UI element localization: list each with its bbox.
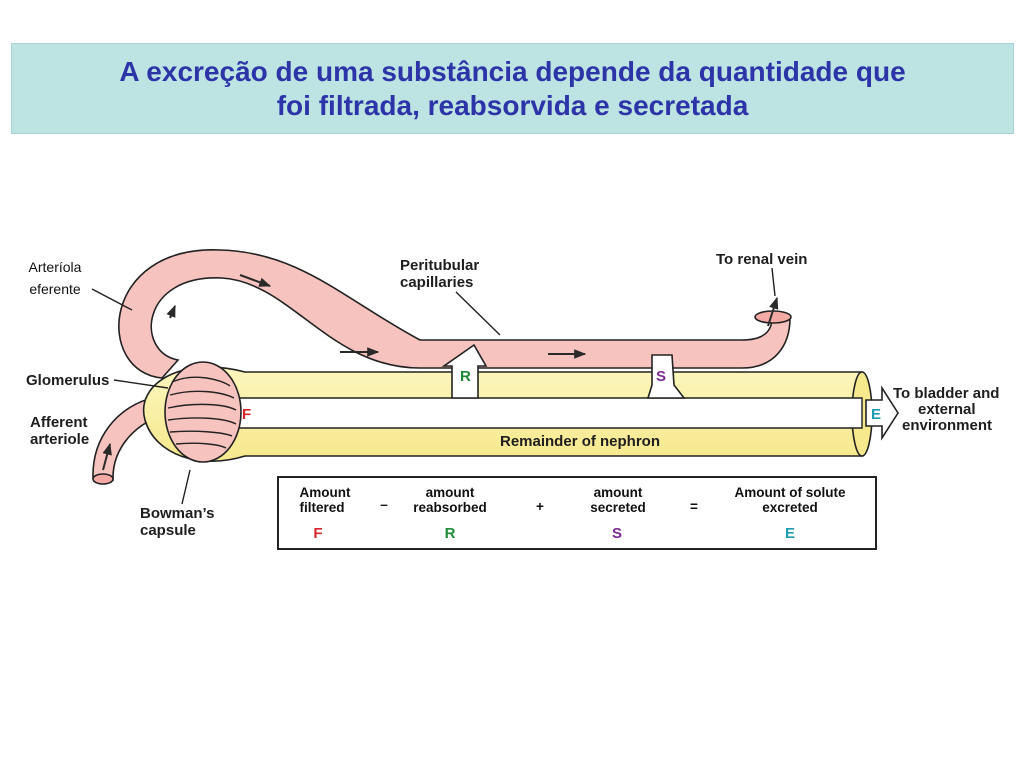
eq-term4-line-1: Amount of solute [735,485,846,500]
peritubular-leader-line [455,291,501,336]
title-line-2: foi filtrada, reabsorvida e secretada [276,89,749,121]
bladder-label-line-2: external [918,401,976,418]
bowmans-leader-line [181,469,191,505]
reabsorption-arrow [441,343,488,399]
eq-term4-line-2: excreted [762,500,818,515]
eq-operator-minus: – [380,497,388,512]
eq-letter-r: R [445,525,456,542]
eq-term1-line-2: filtered [299,500,344,515]
afferent-label-line-2: arteriole [30,431,89,448]
efferent-label-line-2: eferente [29,281,81,297]
eq-operator-equals: = [690,499,698,514]
bladder-label-line-3: environment [902,417,992,434]
remainder-of-nephron-label: Remainder of nephron [500,433,660,450]
peritubular-capillary-vessel [92,249,792,485]
tube-letter-f: F [242,406,251,423]
efferent-label-line-1: Arteríola [29,259,82,275]
peritubular-label-line-1: Peritubular [400,257,479,274]
tube-letter-r: R [460,368,471,385]
bowmans-capsule-and-tubule [142,361,873,463]
bowmans-label-line-1: Bowman’s [140,505,214,522]
equation-box: Amount filtered – amount reabsorbed + am… [277,476,877,550]
secretion-arrow [646,354,686,399]
excretion-arrow [865,385,899,441]
bowmans-label-line-2: capsule [140,522,196,539]
eq-letter-e: E [785,525,795,542]
title-banner: A excreção de uma substância depende da … [11,43,1014,134]
glomerulus-label: Glomerulus [26,372,109,389]
eq-term2-line-1: amount [426,485,475,500]
glomerulus-leader-line [113,379,169,389]
eq-operator-plus: + [536,499,544,514]
eq-term2-line-2: reabsorbed [413,500,487,515]
eq-term3-line-1: amount [594,485,643,500]
eq-term3-line-2: secreted [590,500,646,515]
eq-letter-f: F [313,525,322,542]
tube-letter-e: E [871,406,881,423]
glomerulus-tuft [164,361,242,463]
bladder-label-line-1: To bladder and [893,385,999,402]
eq-term1-line-1: Amount [300,485,351,500]
efferent-leader-line [91,288,133,311]
tube-letter-s: S [656,368,666,385]
eq-letter-s: S [612,525,622,542]
afferent-label-line-1: Afferent [30,414,88,431]
title-line-1: A excreção de uma substância depende da … [119,55,906,87]
peritubular-label-line-2: capillaries [400,274,473,291]
renal-vein-leader-line [771,267,776,297]
renal-vein-label: To renal vein [716,251,807,268]
